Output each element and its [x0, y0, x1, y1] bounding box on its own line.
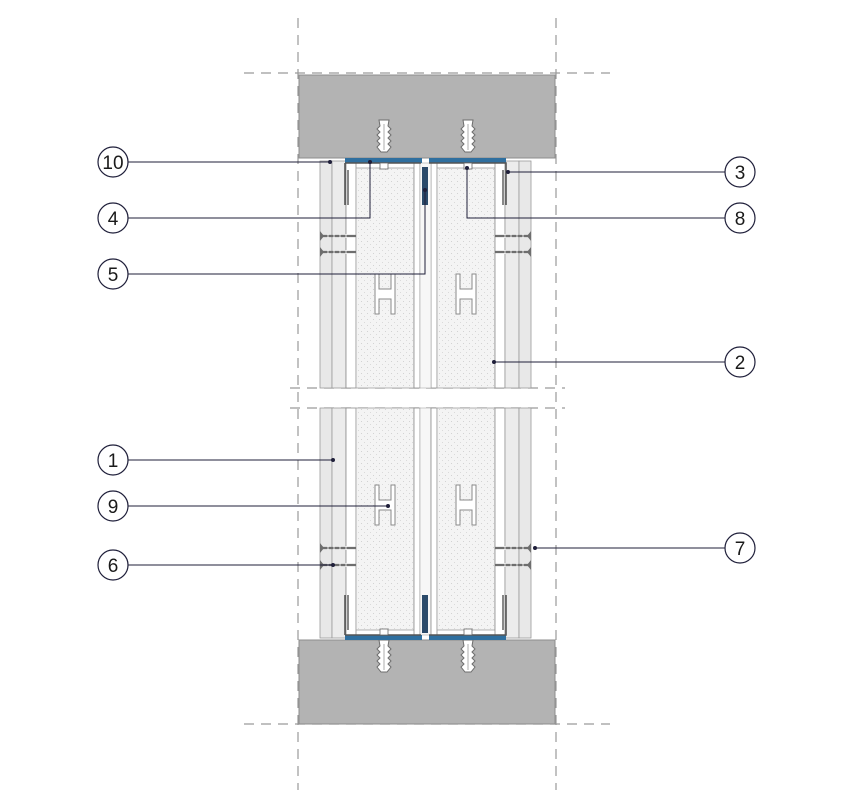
ceiling-slab — [298, 74, 556, 159]
center-gap — [419, 162, 432, 389]
top-track — [344, 158, 507, 205]
callout-10: 10 — [97, 146, 129, 178]
callout-label: 4 — [108, 209, 119, 230]
leader-4 — [128, 162, 371, 219]
callout-label: 2 — [735, 353, 746, 374]
board-left-outer — [319, 407, 333, 639]
wall-section-upper — [319, 160, 532, 389]
bottom-track — [344, 595, 507, 640]
insulation-right — [436, 407, 496, 631]
callout-4: 4 — [97, 202, 129, 234]
board-right-inner — [504, 160, 520, 389]
leader-lines — [128, 161, 725, 566]
seal-tape-top-left — [345, 158, 422, 163]
leader-dots — [328, 160, 537, 567]
seal-tape-bottom-left — [345, 635, 422, 640]
callout-8: 8 — [724, 202, 756, 234]
wall-section-lower — [319, 407, 532, 639]
stud-center-left — [413, 407, 421, 636]
leader-8 — [466, 168, 725, 219]
callout-7: 7 — [724, 532, 756, 564]
callout-3: 3 — [724, 156, 756, 188]
insulation-right — [436, 167, 496, 389]
insulation-left — [355, 167, 415, 389]
seal-tape-bottom-right — [429, 635, 506, 640]
callout-6: 6 — [97, 549, 129, 581]
callout-2: 2 — [724, 346, 756, 378]
callout-label: 5 — [108, 265, 119, 286]
floor-slab — [298, 639, 556, 725]
joint-strip-top — [422, 167, 428, 205]
callout-label: 7 — [735, 539, 746, 560]
seal-tape-top-right — [429, 158, 506, 163]
callout-label: 3 — [735, 163, 746, 184]
board-right-inner — [504, 407, 520, 639]
callout-5: 5 — [97, 258, 129, 290]
board-left-inner — [331, 407, 347, 639]
board-right-outer — [518, 160, 532, 389]
stud-flanges — [347, 170, 504, 630]
leader-5 — [128, 190, 426, 275]
stud-center-right — [430, 407, 438, 636]
callout-9: 9 — [97, 490, 129, 522]
callout-label: 8 — [735, 209, 746, 230]
callout-label: 9 — [108, 497, 119, 518]
callout-label: 10 — [102, 153, 123, 174]
insulation-left — [355, 407, 415, 631]
board-right-outer — [518, 407, 532, 639]
callout-1: 1 — [97, 444, 129, 476]
callout-label: 1 — [108, 451, 119, 472]
joint-strip-bottom — [422, 595, 428, 633]
callout-label: 6 — [108, 556, 119, 577]
stud-center-left — [413, 162, 421, 389]
stud-center-right — [430, 162, 438, 389]
